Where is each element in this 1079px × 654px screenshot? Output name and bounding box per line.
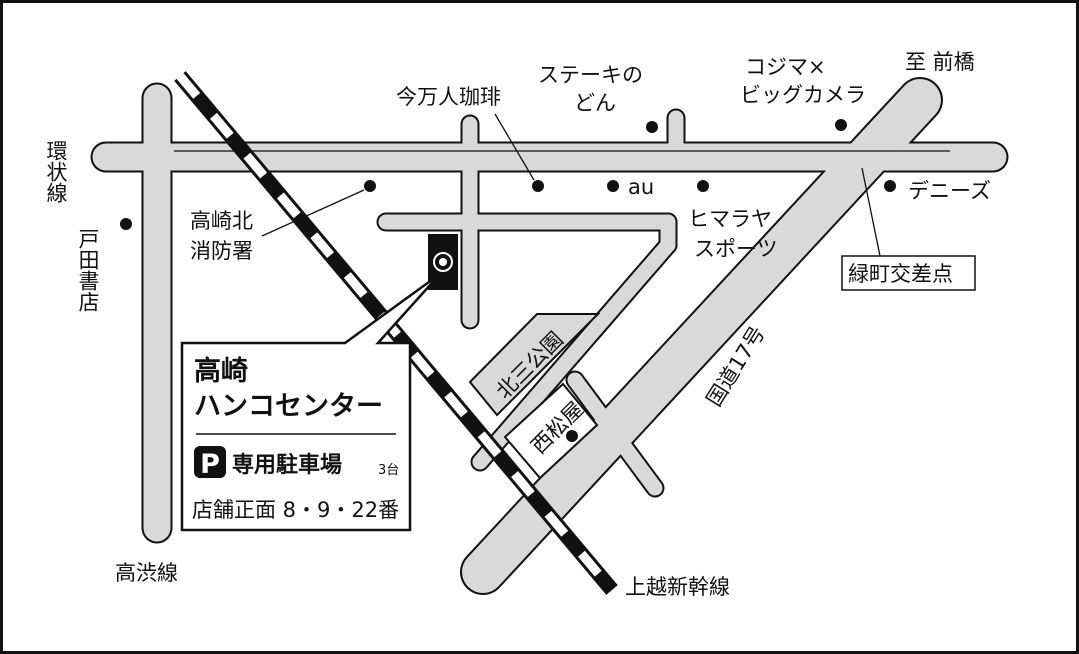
au-label: au <box>628 175 654 199</box>
coffee-label: 今万人珈琲 <box>396 85 501 109</box>
intersection-label: 緑町交差点 <box>848 262 953 286</box>
store-callout <box>180 272 441 532</box>
shinkansen-label: 上越新幹線 <box>625 575 730 599</box>
store-target-icon <box>433 252 453 272</box>
parking-icon <box>194 446 226 478</box>
parking-count: 3台 <box>378 463 399 478</box>
fire-station-label-1: 高崎北 <box>190 209 253 233</box>
steak-label-2: どん <box>574 91 616 115</box>
svg-text:P: P <box>200 449 220 480</box>
store-name-line1: 高崎 <box>194 355 248 387</box>
parking-label: 専用駐車場 <box>232 452 342 478</box>
toda-shoten-label: 戸田書店 <box>76 228 100 312</box>
kojima-label-2: ビッグカメラ <box>740 83 866 107</box>
road-route17 <box>462 79 941 593</box>
park-kitasan <box>468 313 601 417</box>
fire-station-label-2: 消防署 <box>190 239 253 263</box>
dennys-label: デニーズ <box>908 179 991 203</box>
intersection-box <box>841 255 976 291</box>
landmark-dots <box>120 119 896 442</box>
road-label-kanjo: 環状線 <box>44 140 68 203</box>
steak-label-1: ステーキの <box>538 63 643 87</box>
himaraya-label-1: ヒマラヤ <box>688 207 772 231</box>
parking-spots: 店舗正面 8・9・22番 <box>192 498 399 522</box>
nishimatsuya-box <box>503 382 599 480</box>
to-maebashi-label: 至 前橋 <box>905 50 975 74</box>
kojima-label-1: コジマ× <box>745 55 826 79</box>
takashibu-label: 高渋線 <box>115 561 178 585</box>
store-name-line2: ハンコセンター <box>194 391 383 422</box>
himaraya-label-2: スポーツ <box>694 237 778 261</box>
